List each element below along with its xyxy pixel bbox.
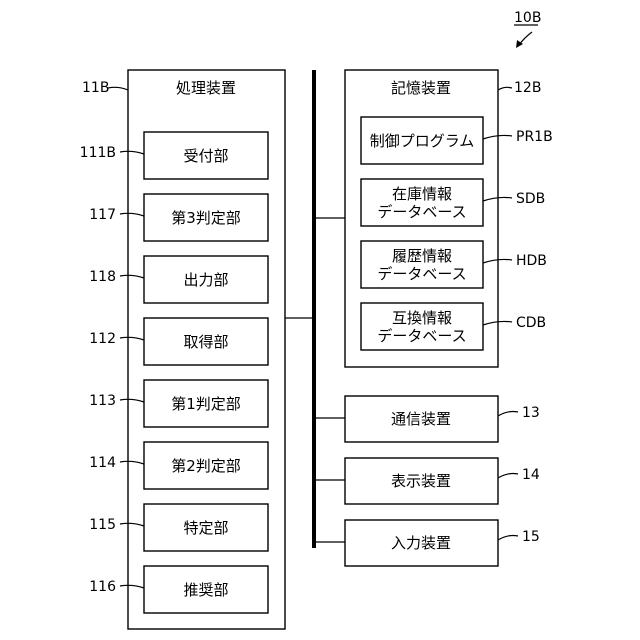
device-label: 通信装置	[391, 410, 451, 428]
storage-item-label: 在庫情報	[392, 185, 452, 203]
storage-item-label: データベース	[377, 265, 466, 283]
unit-ref: 111B	[80, 145, 116, 161]
processor-unit: 第2判定部 114	[89, 442, 268, 489]
unit-label: 受付部	[183, 147, 228, 165]
storage-item: 在庫情報データベース SDB	[361, 179, 545, 226]
storage-item-ref: SDB	[516, 191, 545, 207]
unit-ref: 114	[89, 455, 116, 471]
storage-item: 履歴情報データベース HDB	[361, 241, 547, 288]
unit-ref: 113	[89, 393, 116, 409]
storage-title: 記憶装置	[391, 79, 451, 97]
storage-item-label: データベース	[377, 327, 466, 345]
processor-unit: 出力部 118	[89, 256, 268, 303]
device-ref-leader	[498, 536, 518, 541]
storage-item: 制御プログラム PR1B	[361, 117, 553, 164]
external-devices: 通信装置 13 表示装置 14 入力装置 15	[345, 396, 540, 566]
unit-ref: 116	[89, 579, 116, 595]
storage-item-label: 互換情報	[392, 309, 452, 327]
unit-label: 取得部	[183, 333, 228, 351]
device-label: 表示装置	[391, 472, 451, 490]
storage-ref: 12B	[514, 80, 541, 96]
processor-ref-leader	[108, 87, 128, 90]
device: 表示装置 14	[345, 458, 540, 504]
storage-item: 互換情報データベース CDB	[361, 303, 546, 350]
storage-item-ref: CDB	[516, 315, 546, 331]
processor-unit: 推奨部 116	[89, 566, 268, 613]
figure-ref: 10B	[514, 10, 541, 26]
unit-ref: 115	[89, 517, 116, 533]
device: 入力装置 15	[345, 520, 540, 566]
device-ref: 15	[522, 529, 540, 545]
device-ref-leader	[498, 474, 518, 479]
storage-item-ref: PR1B	[516, 129, 553, 145]
processor-unit: 取得部 112	[89, 318, 268, 365]
processor-unit: 受付部 111B	[80, 132, 268, 179]
processor-unit: 特定部 115	[89, 504, 268, 551]
processor-title: 処理装置	[176, 79, 236, 97]
processor-unit: 第3判定部 117	[89, 194, 268, 241]
unit-label: 特定部	[183, 519, 228, 537]
processor-ref: 11B	[82, 80, 109, 96]
storage-ref-leader	[498, 87, 512, 90]
storage-item-label: 履歴情報	[392, 247, 452, 265]
device-label: 入力装置	[391, 534, 451, 552]
unit-label: 推奨部	[183, 581, 228, 599]
unit-ref: 112	[89, 331, 116, 347]
device-ref: 13	[522, 405, 540, 421]
unit-ref: 117	[89, 207, 116, 223]
unit-label: 出力部	[183, 271, 228, 289]
unit-label: 第2判定部	[171, 457, 241, 475]
storage-item-ref: HDB	[516, 253, 547, 269]
processor-unit: 第1判定部 113	[89, 380, 268, 427]
device: 通信装置 13	[345, 396, 540, 442]
device-ref: 14	[522, 467, 540, 483]
storage-item-label: 制御プログラム	[370, 132, 475, 150]
unit-ref: 118	[89, 269, 116, 285]
storage-item-label: データベース	[377, 203, 466, 221]
unit-label: 第3判定部	[171, 209, 241, 227]
unit-label: 第1判定部	[171, 395, 241, 413]
device-ref-leader	[498, 412, 518, 417]
